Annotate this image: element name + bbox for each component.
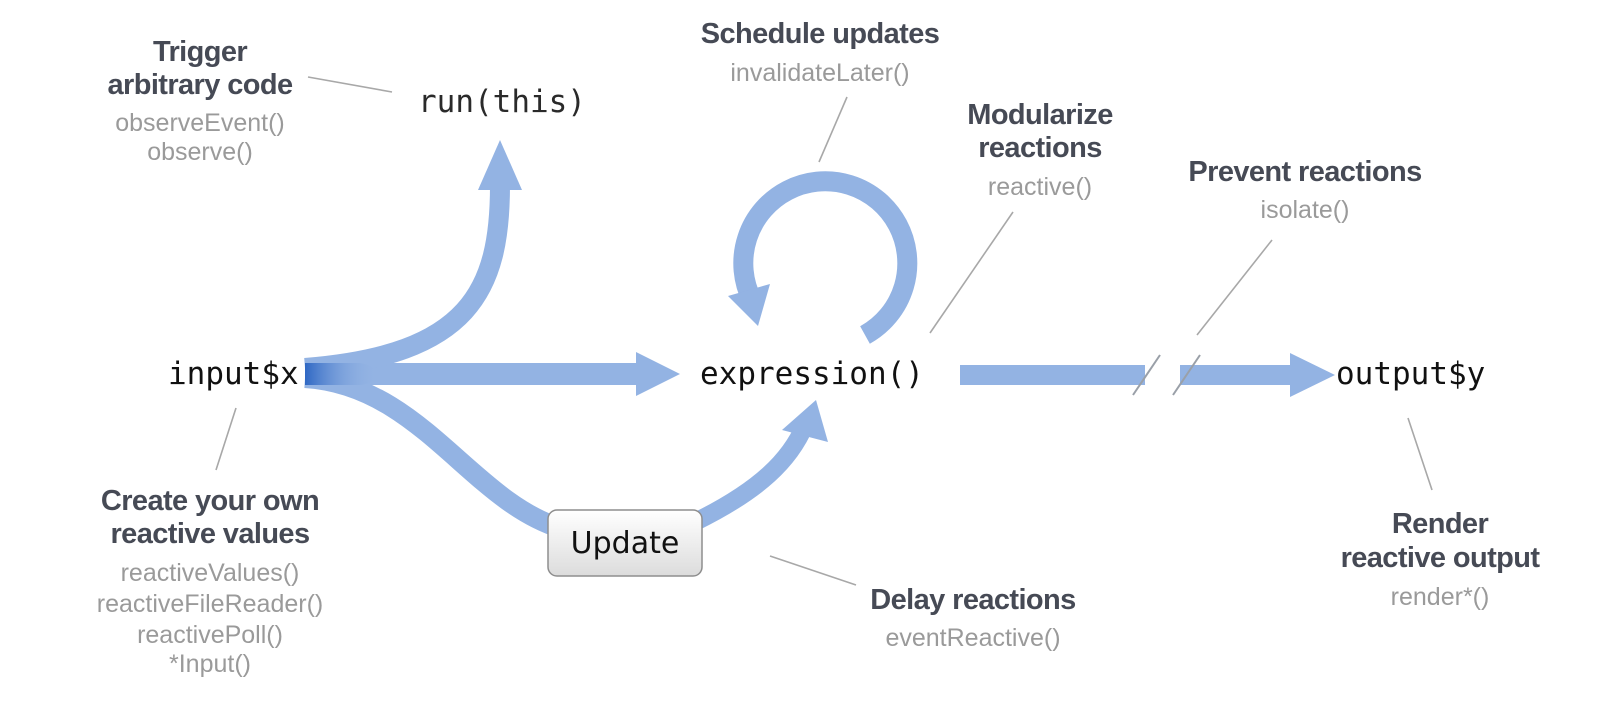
annotation-render-heading-2: reactive output — [1341, 542, 1541, 574]
annotation-modularize: Modularize reactions reactive() — [967, 99, 1114, 201]
annotation-trigger-fn-1: observeEvent() — [115, 109, 285, 137]
nodes: input$x expression() output$y run(this) — [168, 84, 1485, 392]
annotation-create-heading-1: Create your own — [101, 485, 319, 517]
loop-arrow-head — [728, 284, 770, 326]
arrow-head-expression — [636, 352, 680, 396]
annotation-prevent-fn: isolate() — [1261, 196, 1350, 224]
annotation-create-fn-1: reactiveValues() — [121, 559, 300, 587]
flow-source — [305, 363, 377, 385]
annotation-trigger-heading-1: Trigger — [153, 36, 247, 68]
arrow-input-to-update — [304, 368, 564, 538]
annotation-create-fn-2: reactiveFileReader() — [97, 590, 323, 618]
flow-arrows — [304, 140, 1335, 538]
annotation-prevent-heading: Prevent reactions — [1188, 156, 1421, 188]
annotation-create-heading-2: reactive values — [111, 518, 310, 550]
annotation-prevent: Prevent reactions isolate() — [1188, 156, 1422, 224]
annotation-create-fn-4: *Input() — [169, 650, 251, 678]
annotation-modularize-fn: reactive() — [988, 173, 1092, 201]
update-button-label[interactable]: Update — [571, 526, 680, 561]
annotation-modularize-heading-1: Modularize — [967, 99, 1113, 131]
annotation-delay-fn: eventReactive() — [885, 624, 1060, 652]
arrow-head-expression-from-update — [782, 400, 828, 442]
leader-create — [215, 407, 237, 471]
node-output: output$y — [1336, 356, 1485, 392]
annotation-trigger-heading-2: arbitrary code — [107, 69, 292, 101]
annotation-delay-heading: Delay reactions — [870, 584, 1075, 616]
annotation-schedule-fn: invalidateLater() — [730, 59, 909, 87]
annotation-delay: Delay reactions eventReactive() — [870, 584, 1076, 652]
annotation-create-fn-3: reactivePoll() — [137, 621, 283, 649]
annotation-schedule-heading: Schedule updates — [701, 18, 940, 50]
leader-schedule — [818, 96, 848, 163]
leader-prevent — [1196, 239, 1273, 336]
annotation-create: Create your own reactive values reactive… — [97, 485, 323, 678]
break-slash-right — [1172, 354, 1201, 396]
leader-lines — [215, 76, 1433, 586]
leader-modularize — [929, 211, 1014, 334]
annotation-modularize-heading-2: reactions — [978, 132, 1102, 164]
leader-trigger — [307, 76, 393, 93]
annotation-trigger: Trigger arbitrary code observeEvent() ob… — [107, 36, 293, 166]
annotation-trigger-fn-2: observe() — [147, 138, 253, 166]
break-slash-left — [1132, 354, 1161, 396]
arrow-head-run — [478, 140, 522, 190]
node-run: run(this) — [418, 84, 586, 120]
annotation-render: Render reactive output render*() — [1341, 508, 1541, 611]
arrow-update-to-expression — [691, 421, 814, 531]
annotation-render-heading-1: Render — [1392, 508, 1489, 540]
leader-render — [1407, 417, 1433, 491]
leader-delay — [769, 555, 857, 586]
annotation-render-fn: render*() — [1391, 583, 1490, 611]
annotation-schedule: Schedule updates invalidateLater() — [701, 18, 940, 87]
arrow-input-to-run — [304, 184, 510, 378]
update-button-body[interactable] — [547, 509, 703, 577]
node-expression: expression() — [700, 356, 924, 392]
loop-arrow — [733, 171, 918, 344]
arrow-head-output — [1290, 353, 1335, 397]
node-input: input$x — [168, 356, 299, 392]
update-button[interactable]: Update — [547, 509, 703, 577]
